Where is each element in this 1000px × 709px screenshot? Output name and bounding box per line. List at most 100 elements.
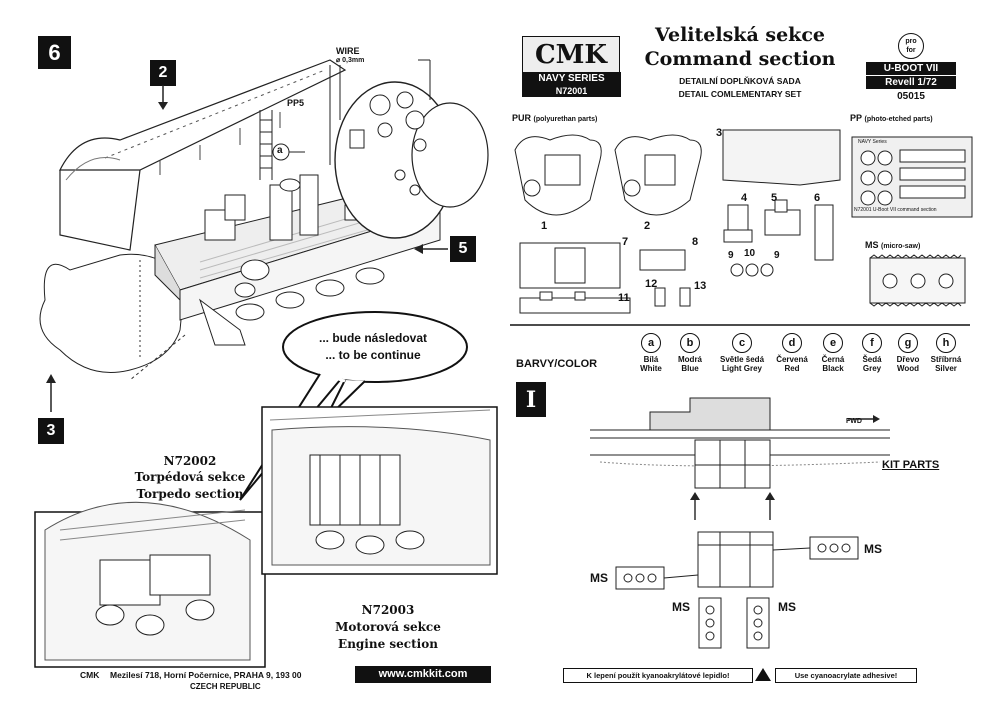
color-cz-g: Dřevo [896, 355, 920, 364]
step-1-box: I [516, 382, 546, 417]
part-number-10: 10 [744, 248, 756, 259]
part-number-11: 11 [618, 292, 630, 304]
ms-label-left: MS [590, 571, 608, 585]
part-number-6: 6 [814, 192, 821, 204]
n72002-cz: Torpédová sekce [134, 470, 246, 484]
glue-warning-en: Use cyanoacrylate adhesive! [775, 668, 917, 683]
part-number-3: 3 [716, 127, 723, 139]
n72003-cz: Motorová sekce [335, 620, 441, 634]
part-number-4: 4 [741, 192, 748, 204]
navy-series-label: NAVY SERIES [522, 72, 621, 85]
glue-warning-cz: K lepení použít kyanoakrylátové lepidlo! [563, 668, 753, 683]
part-number-9a: 9 [728, 250, 734, 261]
part-number-5: 5 [771, 192, 778, 204]
step-3-box: 3 [38, 418, 64, 444]
wire-size: ⌀ 0,3mm [336, 57, 365, 64]
color-key-e: e [823, 333, 843, 353]
color-en-g: Wood [896, 364, 920, 373]
n72003-code: N72003 [361, 603, 415, 617]
part-number-9b: 9 [774, 250, 780, 261]
color-key-c: c [732, 333, 752, 353]
footer-country: CZECH REPUBLIC [190, 682, 261, 691]
color-a-label: a [277, 145, 283, 156]
color-en-a: White [640, 364, 662, 373]
pp-label: PP [850, 113, 863, 123]
kit-parts-label: KIT PARTS [882, 459, 940, 471]
pe-sheet-title: NAVY Series [858, 139, 887, 145]
color-key-b: b [680, 333, 700, 353]
color-cz-f: Šedá [862, 355, 882, 364]
warning-icon [754, 666, 772, 684]
set-code: N72001 [522, 85, 621, 97]
ms-desc: (micro-saw) [881, 243, 921, 250]
ms-label-mid-left: MS [672, 600, 690, 614]
part-number-8: 8 [692, 236, 699, 248]
bubble-text-en: ... to be continue [325, 348, 421, 362]
n72003-en: Engine section [338, 637, 438, 651]
color-en-e: Black [822, 364, 844, 373]
kit-label: Revell 1/72 [866, 76, 956, 89]
pp-legend: PP (photo-etched parts) [850, 113, 933, 123]
title-cz: Velitelská sekce [655, 24, 825, 46]
color-en-c: Light Grey [721, 364, 762, 373]
ms-legend: MS (micro-saw) [865, 240, 920, 250]
step-2-box: 2 [150, 60, 176, 86]
part-number-12: 12 [645, 278, 658, 290]
color-en-b: Blue [681, 364, 699, 373]
color-key-g: g [898, 333, 918, 353]
pur-legend: PUR (polyurethan parts) [512, 113, 597, 123]
footer-address: Mezilesí 718, Horní Počernice, PRAHA 9, … [110, 670, 302, 680]
color-key-a: a [641, 333, 661, 353]
pe-sheet-caption: N72001 U-Boot VII command section [854, 207, 937, 213]
part-number-2: 2 [644, 220, 651, 232]
model-label: U-BOOT VII [866, 62, 956, 75]
n72002-code: N72002 [163, 454, 217, 468]
step-6-box: 6 [38, 36, 71, 69]
color-en-h: Silver [935, 364, 957, 373]
pro-for-badge: pro for [898, 33, 924, 59]
color-cz-a: Bílá [643, 355, 659, 364]
color-cz-h: Stříbrná [930, 355, 962, 364]
n72002-en: Torpedo section [136, 487, 244, 501]
pp-desc: (photo-etched parts) [864, 116, 933, 123]
ms-label-right: MS [864, 542, 882, 556]
colors-title: BARVY/COLOR [516, 358, 598, 370]
color-en-f: Grey [862, 364, 882, 373]
color-en-d: Red [784, 364, 800, 373]
ms-label-mid-right: MS [778, 600, 796, 614]
color-cz-b: Modrá [678, 355, 702, 364]
ms-label: MS [865, 240, 879, 250]
subtitle-en: DETAIL COMLEMENTARY SET [678, 89, 802, 99]
color-key-f: f [862, 333, 882, 353]
part-number-7: 7 [622, 236, 629, 248]
color-cz-c: Světle šedá [719, 355, 765, 364]
subtitle-cz: DETAILNÍ DOPLŇKOVÁ SADA [679, 76, 801, 86]
pp5-label: PP5 [287, 98, 305, 108]
color-cz-d: Červená [776, 355, 808, 364]
footer-website[interactable]: www.cmkkit.com [355, 666, 491, 683]
cmk-logo: CMK [522, 36, 620, 74]
fwd-label: FWD [846, 418, 862, 425]
footer-company: CMK [80, 670, 100, 680]
color-key-h: h [936, 333, 956, 353]
part-number-13: 13 [694, 280, 707, 292]
bubble-text-cz: ... bude následovat [318, 331, 428, 345]
color-key-d: d [782, 333, 802, 353]
kit-number: 05015 [897, 91, 925, 102]
part-number-1: 1 [541, 220, 548, 232]
color-cz-e: Černá [821, 355, 845, 364]
pur-label: PUR [512, 113, 532, 123]
step-5-box: 5 [450, 236, 476, 262]
pur-desc: (polyurethan parts) [533, 116, 598, 123]
title-en: Command section [644, 48, 836, 70]
wire-label: WIRE [336, 46, 360, 56]
